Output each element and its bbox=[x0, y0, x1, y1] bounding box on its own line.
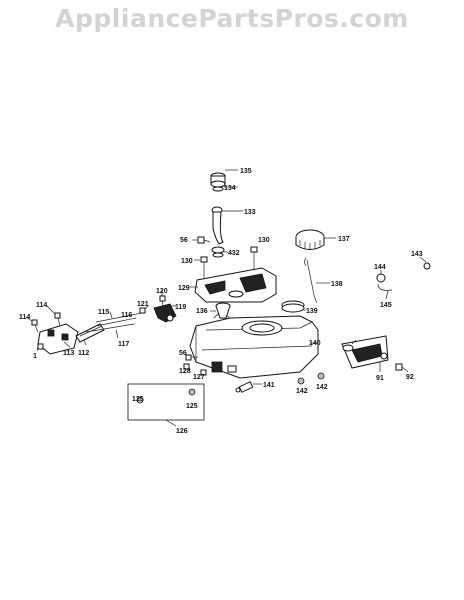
callout-120: 120 bbox=[156, 288, 168, 295]
tank-bracket-cover-part[interactable] bbox=[194, 267, 277, 303]
callout-114: 114 bbox=[19, 314, 30, 321]
callout-133: 133 bbox=[244, 209, 256, 216]
lever-119-part[interactable] bbox=[153, 303, 177, 323]
bracket-91-part[interactable] bbox=[341, 335, 389, 369]
callout-128: 128 bbox=[179, 368, 191, 375]
callout-127: 127 bbox=[193, 374, 205, 381]
nut-142-right-part[interactable] bbox=[317, 372, 325, 380]
screw-92-part[interactable] bbox=[395, 363, 409, 373]
callout-144: 144 bbox=[374, 264, 386, 271]
callout-112: 112 bbox=[78, 350, 89, 357]
tether-138-part[interactable] bbox=[304, 257, 318, 304]
callout-1: 1 bbox=[33, 353, 37, 360]
screw-56-part[interactable] bbox=[197, 236, 211, 244]
strainer-136-part[interactable] bbox=[215, 302, 231, 319]
callout-141: 141 bbox=[263, 382, 275, 389]
clamp-144-part[interactable] bbox=[376, 273, 386, 283]
clip-1-part[interactable] bbox=[37, 343, 44, 350]
callout-125: 125 bbox=[186, 403, 198, 410]
callout-116: 116 bbox=[121, 312, 132, 319]
fuel-line-145-part[interactable] bbox=[377, 262, 429, 291]
screw-121-part[interactable] bbox=[139, 307, 146, 314]
callout-130: 130 bbox=[258, 237, 270, 244]
fuel-valve-113-part[interactable] bbox=[37, 323, 79, 355]
callout-130: 130 bbox=[181, 258, 193, 265]
gas-cap-137-part[interactable] bbox=[295, 229, 325, 250]
valve-stem-112-part[interactable] bbox=[75, 323, 105, 343]
rod-117-part[interactable] bbox=[85, 323, 135, 333]
fuel-hose-kit-126-inset[interactable] bbox=[127, 383, 205, 421]
watermark: AppliancePartsPros.com bbox=[55, 4, 409, 33]
callout-121: 121 bbox=[137, 301, 149, 308]
callout-113: 113 bbox=[63, 350, 74, 357]
callout-56: 56 bbox=[180, 237, 188, 244]
ring-139-part[interactable] bbox=[281, 300, 305, 313]
clamp-143-part[interactable] bbox=[423, 262, 431, 270]
nut-142-left-part[interactable] bbox=[297, 377, 305, 385]
callout-432: 432 bbox=[228, 250, 240, 257]
callout-92: 92 bbox=[406, 374, 414, 381]
bolt-128-part[interactable] bbox=[183, 363, 190, 370]
callout-126: 126 bbox=[176, 428, 188, 435]
bolt-130-left-part[interactable] bbox=[200, 256, 208, 278]
callout-135: 135 bbox=[240, 168, 252, 175]
callout-138: 138 bbox=[331, 281, 343, 288]
callout-137: 137 bbox=[338, 236, 350, 243]
callout-56: 56 bbox=[179, 350, 187, 357]
clamp-432-part[interactable] bbox=[211, 246, 225, 258]
screw-114-b-part[interactable] bbox=[31, 319, 39, 333]
callout-125: 125 bbox=[132, 396, 144, 403]
callout-129: 129 bbox=[178, 285, 190, 292]
fuel-tank-140-part[interactable] bbox=[189, 313, 319, 379]
callout-143: 143 bbox=[411, 251, 423, 258]
callout-140: 140 bbox=[309, 340, 321, 347]
screw-56-lower-part[interactable] bbox=[185, 354, 198, 361]
callout-134: 134 bbox=[224, 185, 236, 192]
callout-142: 142 bbox=[316, 384, 328, 391]
filler-neck-part[interactable] bbox=[211, 206, 224, 245]
callout-114: 114 bbox=[36, 302, 47, 309]
callout-136: 136 bbox=[196, 308, 208, 315]
callout-91: 91 bbox=[376, 375, 384, 382]
fitting-141-part[interactable] bbox=[235, 381, 254, 393]
bolt-130-right-part[interactable] bbox=[250, 246, 258, 270]
rod-115-part[interactable] bbox=[95, 312, 143, 323]
screw-114-a-part[interactable] bbox=[54, 312, 61, 327]
fuel-cap-part[interactable] bbox=[210, 172, 226, 188]
callout-145: 145 bbox=[380, 302, 392, 309]
callout-119: 119 bbox=[175, 304, 186, 311]
rod-116-part[interactable] bbox=[95, 317, 137, 327]
callout-139: 139 bbox=[306, 308, 318, 315]
callout-142: 142 bbox=[296, 388, 308, 395]
bolt-127-part[interactable] bbox=[200, 369, 207, 376]
gasket-ring-part[interactable] bbox=[212, 186, 224, 192]
callout-115: 115 bbox=[98, 309, 109, 316]
screw-120-part[interactable] bbox=[159, 295, 166, 307]
callout-117: 117 bbox=[118, 341, 129, 348]
